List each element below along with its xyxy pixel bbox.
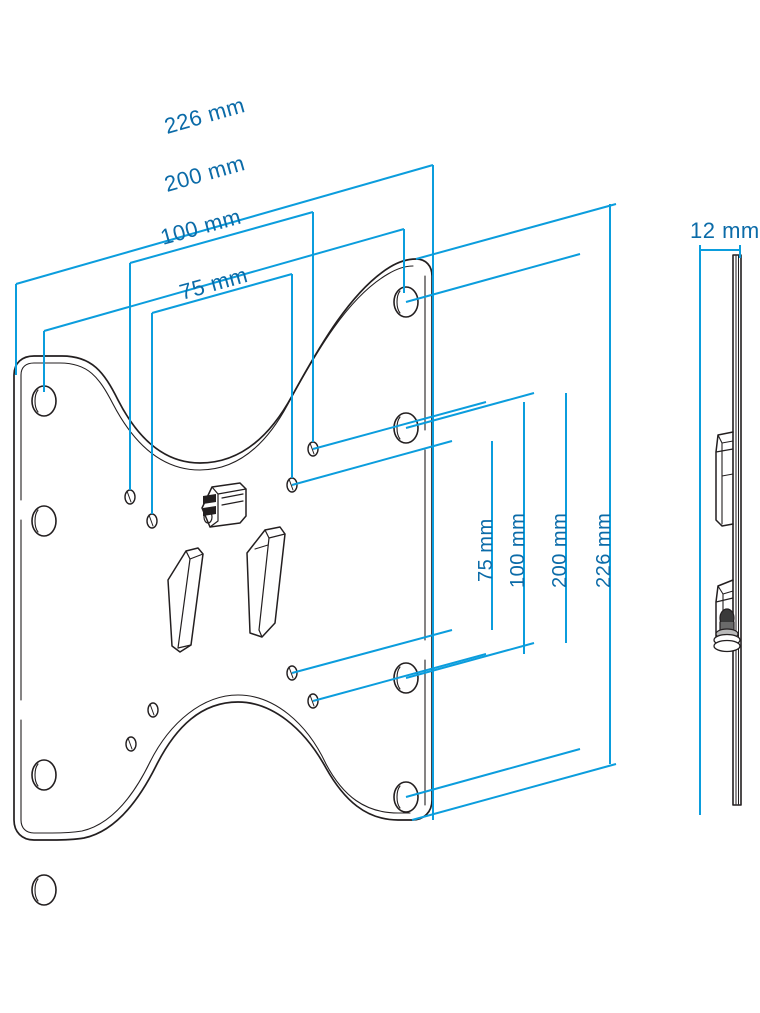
- dim-label-12-depth: 12 mm: [690, 218, 760, 243]
- dim-226-horizontal: [15, 164, 434, 820]
- side-adjustment-screw: [713, 608, 741, 653]
- dim-label-75-vertical: 75 mm: [475, 518, 497, 582]
- dim-12-depth: [699, 245, 741, 815]
- rib-right: [246, 526, 286, 638]
- corner-hole-top-right: [393, 286, 419, 318]
- corner-hole-bottom-right: [393, 781, 419, 813]
- dim-100-horizontal: [129, 211, 314, 490]
- side-upper-hook: [715, 431, 734, 527]
- dim-75-horizontal: [151, 273, 293, 514]
- dim-vertical-lines: [491, 204, 611, 764]
- vesa-hole-7: [147, 702, 159, 718]
- bracket-inner-edge-top: [199, 265, 414, 471]
- dim-label-100-vertical: 100 mm: [507, 513, 529, 588]
- vesa-hole-6: [307, 693, 319, 709]
- corner-hole-bottom-left: [31, 874, 57, 906]
- bracket-inner-edge-bottom: [149, 694, 411, 814]
- vesa-hole-8: [125, 736, 137, 752]
- dimension-lines: [15, 164, 741, 821]
- dim-label-200-vertical: 200 mm: [549, 513, 571, 588]
- vesa-hole-5: [286, 665, 298, 681]
- bracket-inner-edge-left: [20, 362, 201, 471]
- dim-leader-lines-right: [291, 203, 617, 821]
- corner-hole-mid-left-lower: [31, 759, 57, 791]
- bracket-inner-edge-left-lower: [20, 761, 151, 834]
- side-view-profile: [713, 254, 742, 806]
- side-plate-shade: [735, 255, 739, 805]
- latch-block: [201, 482, 247, 528]
- rib-left: [167, 547, 204, 653]
- dim-label-226-vertical: 226 mm: [593, 513, 615, 588]
- corner-hole-mid-left-upper: [31, 505, 57, 537]
- dim-200-horizontal: [43, 228, 405, 392]
